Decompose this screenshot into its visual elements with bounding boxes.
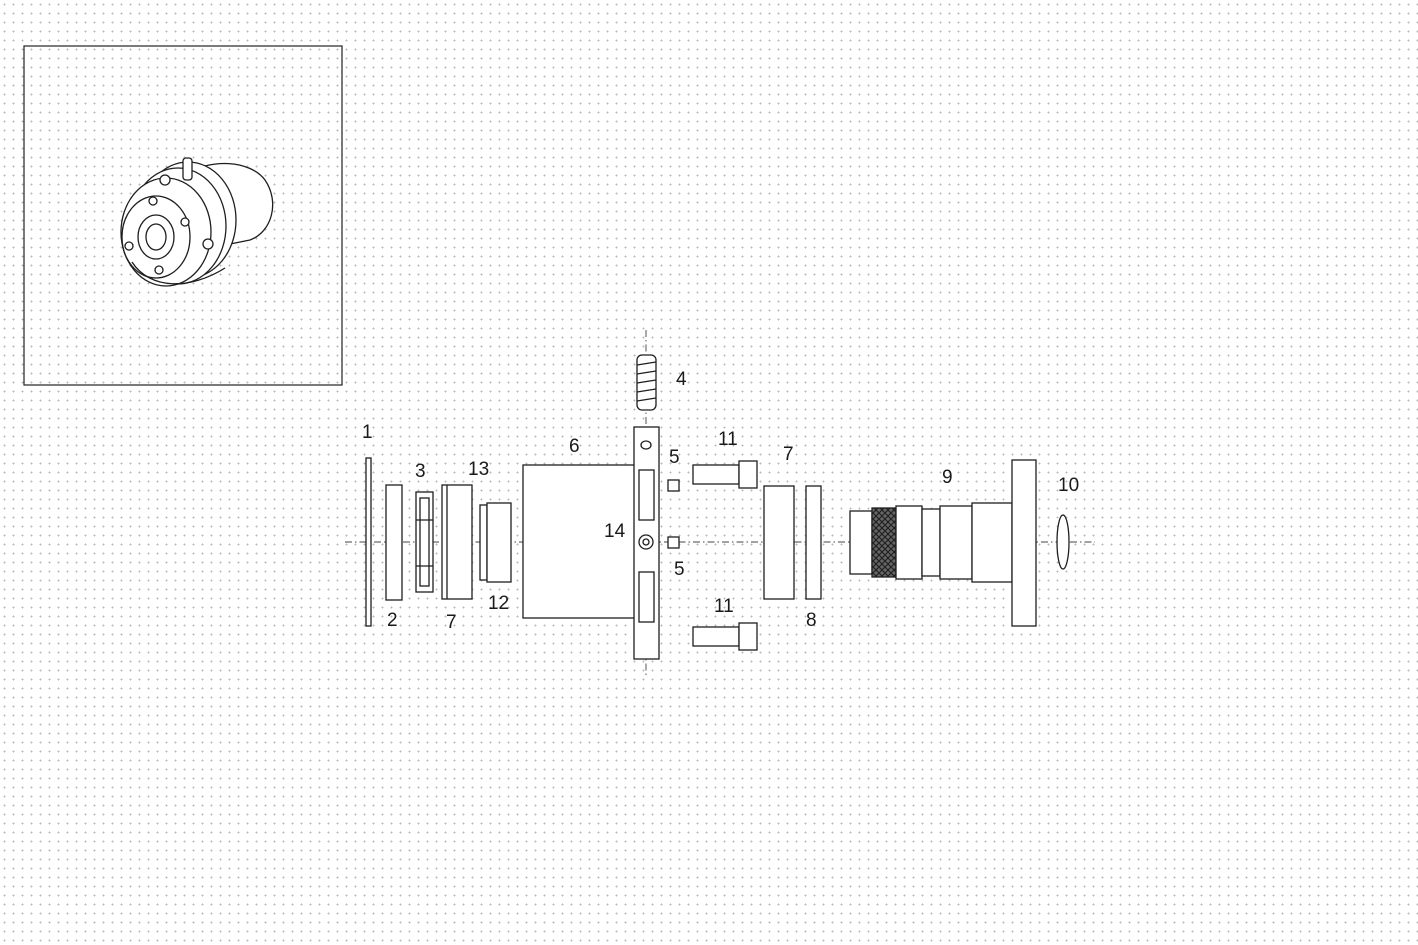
callout-5-upper: 5	[669, 447, 680, 468]
callout-1: 1	[362, 422, 373, 443]
clamp-bar	[633, 426, 660, 660]
part-2-ring	[385, 484, 403, 601]
part-4-set-screw	[636, 354, 657, 411]
callout-13: 13	[468, 459, 489, 480]
callout-9: 9	[942, 467, 953, 488]
part-5-key-lower	[667, 536, 680, 549]
callout-7-left: 7	[446, 612, 457, 633]
part-9-shaft	[849, 459, 1037, 627]
inset-frame	[23, 45, 343, 386]
callout-3: 3	[415, 461, 426, 482]
part-5-key-upper	[667, 479, 680, 492]
part-7-bearing	[763, 485, 795, 600]
part-10-end-cap	[1056, 514, 1070, 570]
callout-2: 2	[387, 610, 398, 631]
isometric-assembly-sketch	[120, 157, 274, 287]
callout-11-lower: 11	[714, 596, 734, 617]
callout-14: 14	[604, 521, 626, 542]
callout-11-upper: 11	[718, 429, 738, 450]
inset-isometric-view	[23, 45, 343, 386]
part-1-thin-disc	[365, 457, 372, 627]
part-3-nut	[415, 491, 434, 593]
part-8-ring	[805, 485, 822, 600]
callout-7-right: 7	[783, 444, 794, 465]
callout-5-lower: 5	[674, 559, 685, 580]
part-11-bolt-lower	[692, 622, 758, 651]
callout-10: 10	[1058, 475, 1079, 496]
part-12-spacer	[479, 502, 512, 583]
part-11-bolt-upper	[692, 460, 758, 489]
callout-4: 4	[676, 369, 687, 390]
callout-8: 8	[806, 610, 817, 631]
part-13-bearing	[441, 484, 473, 600]
callout-6: 6	[569, 436, 580, 457]
callout-12: 12	[488, 593, 509, 614]
